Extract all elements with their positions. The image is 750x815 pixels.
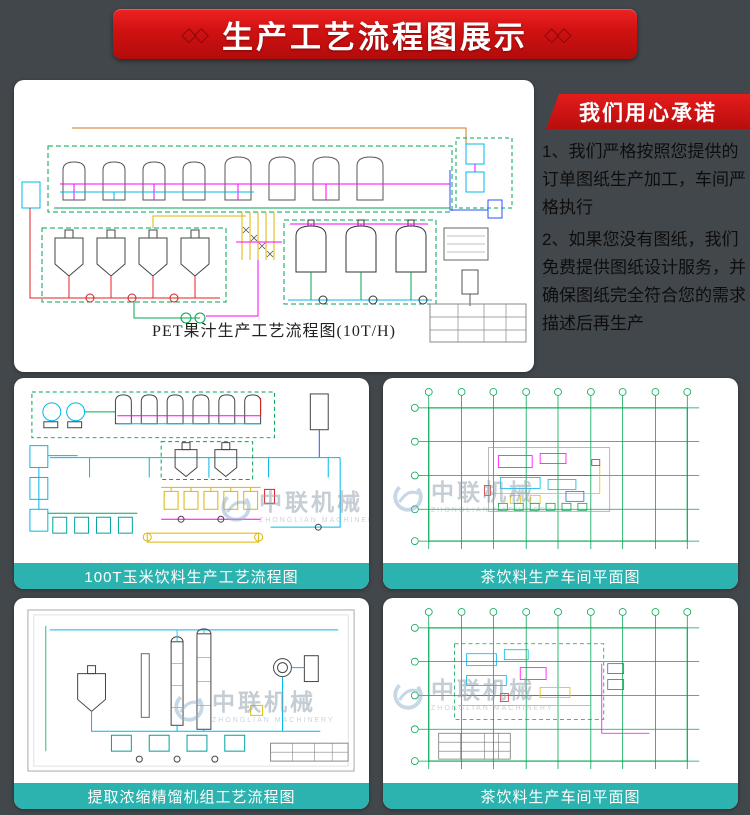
- distill-diagram-area: [14, 598, 369, 783]
- caption-bar: 茶饮料生产车间平面图: [383, 783, 738, 809]
- page-title: 生产工艺流程图展示: [222, 19, 528, 55]
- caption-bar: 茶饮料生产车间平面图: [383, 563, 738, 589]
- distill-caption: 提取浓缩精馏机组工艺流程图: [87, 788, 296, 806]
- card-corn-flow: 中联机械 ZHONGLIAN MACHINERY 100T玉米饮料生产工艺流程图: [14, 378, 369, 589]
- corn-flow-diagram-area: [14, 378, 369, 563]
- tea-plan-2-diagram-area: [383, 598, 738, 783]
- promise-paragraph-2: 2、如果您没有图纸，我们免费提供图纸设计服务，并确保图纸完全符合您的需求描述后再…: [542, 230, 746, 334]
- pet-diagram-caption: PET果汁生产工艺流程图(10T/H): [152, 323, 396, 340]
- promise-text: 1、我们严格按照您提供的订单图纸生产加工，车间严格执行 2、如果您没有图纸，我们…: [542, 138, 750, 342]
- tea-plan-1-diagram-area: [383, 378, 738, 563]
- corn-flow-diagram: [29, 391, 341, 543]
- tea-plan-1-caption: 茶饮料生产车间平面图: [480, 568, 641, 586]
- pet-flow-diagram: [21, 127, 527, 343]
- distill-diagram: [27, 609, 355, 772]
- card-distill-flow: 中联机械 ZHONGLIAN MACHINERY 提取浓缩精馏机组工艺流程图: [14, 598, 369, 809]
- card-tea-plan-1: 中联机械 ZHONGLIAN MACHINERY 茶饮料生产车间平面图: [383, 378, 738, 589]
- promise-paragraph-1: 1、我们严格按照您提供的订单图纸生产加工，车间严格执行: [542, 142, 746, 218]
- page-banner: ◇◇ 生产工艺流程图展示 ◇◇: [113, 9, 637, 59]
- card-tea-plan-2: 中联机械 ZHONGLIAN MACHINERY 茶饮料生产车间平面图: [383, 598, 738, 809]
- promise-ribbon: 我们用心承诺: [546, 94, 750, 129]
- banner-decor-left: ◇◇: [181, 23, 209, 46]
- corn-caption: 100T玉米饮料生产工艺流程图: [84, 568, 299, 586]
- caption-bar: 100T玉米饮料生产工艺流程图: [14, 563, 369, 589]
- caption-bar: 提取浓缩精馏机组工艺流程图: [14, 783, 369, 809]
- banner-decor-right: ◇◇: [544, 23, 572, 46]
- tea-plan-2-diagram: [410, 608, 700, 770]
- pet-flow-diagram-area: [14, 80, 534, 372]
- card-pet-flow: PET果汁生产工艺流程图(10T/H): [14, 80, 534, 372]
- tea-plan-1-diagram: [410, 388, 700, 550]
- tea-plan-2-caption: 茶饮料生产车间平面图: [480, 788, 641, 806]
- promise-title: 我们用心承诺: [579, 101, 717, 125]
